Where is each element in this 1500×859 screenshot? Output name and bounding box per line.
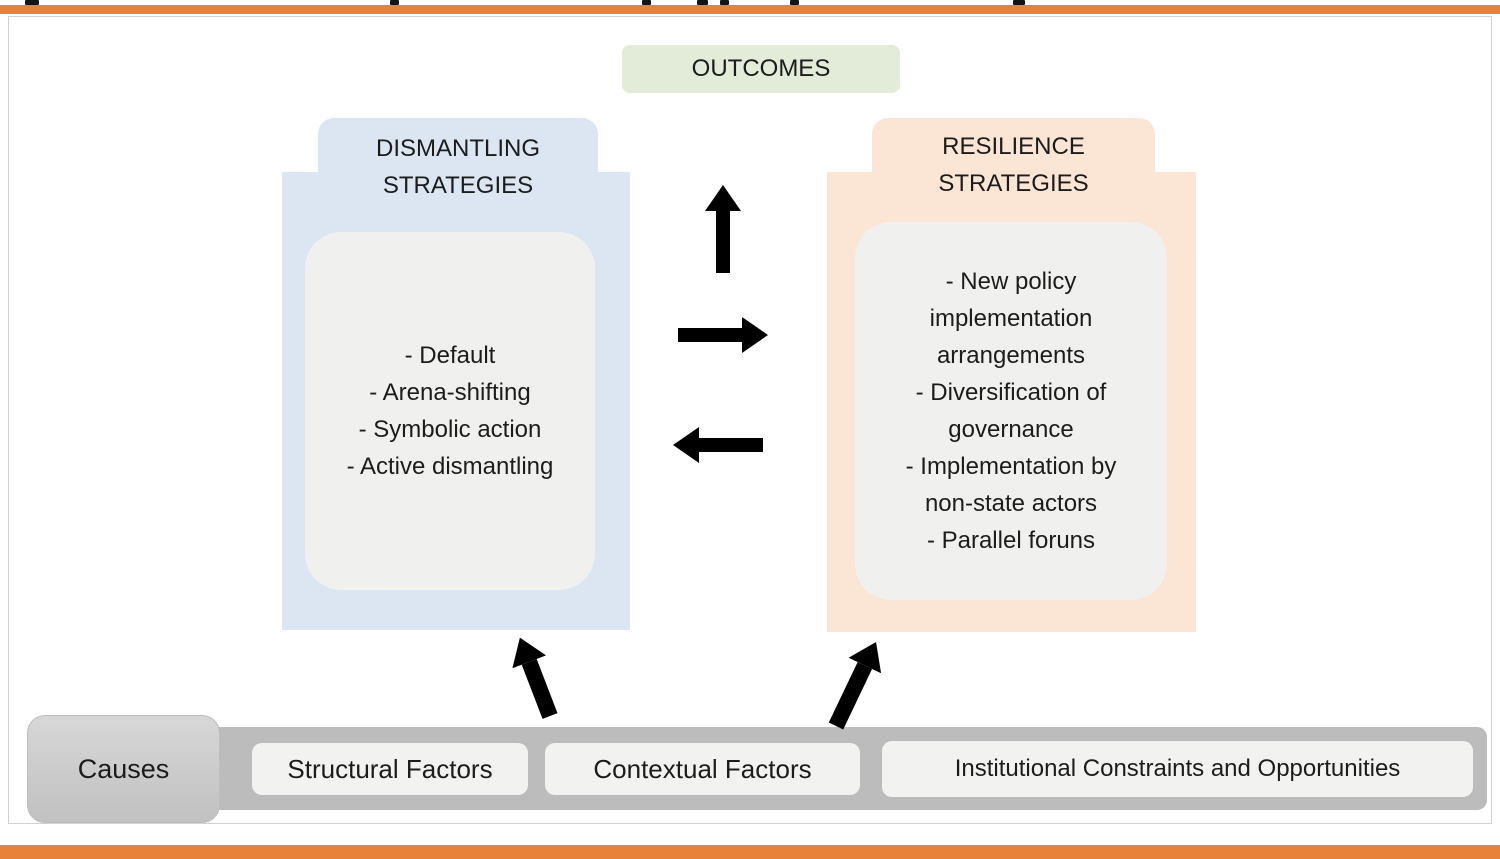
list-item: - Implementation by non-state actors: [905, 453, 1117, 517]
outcomes-box: OUTCOMES: [622, 45, 900, 93]
caption-fragment: [1013, 0, 1025, 5]
list-item: - Arena-shifting: [369, 379, 531, 406]
causes-label: Causes: [77, 753, 170, 784]
list-item: - Diversification of governance: [915, 379, 1107, 443]
caption-fragment: [720, 0, 729, 5]
caption-fragment: [697, 0, 708, 5]
bottom-accent-bar: [0, 845, 1500, 859]
outcomes-label: OUTCOMES: [691, 55, 831, 82]
resilience-title: RESILIENCE STRATEGIES: [938, 133, 1089, 197]
list-item: - Symbolic action: [358, 416, 542, 443]
dismantling-inner-box: - Default - Arena-shifting - Symbolic ac…: [305, 232, 595, 590]
list-item: - Parallel foruns: [926, 527, 1096, 554]
caption-fragment: [790, 0, 799, 5]
caption-fragment: [642, 0, 651, 5]
top-accent-bar: [0, 5, 1500, 14]
resilience-inner-box: - New policy implementation arrangements…: [855, 222, 1167, 600]
list-item: - New policy implementation arrangements: [929, 268, 1093, 369]
dismantling-title: DISMANTLING STRATEGIES: [375, 135, 540, 199]
resilience-list: - New policy implementation arrangements…: [889, 263, 1134, 559]
factor-label: Structural Factors: [287, 753, 493, 784]
caption-fragment: [25, 0, 39, 5]
factor-box-institutional: Institutional Constraints and Opportunit…: [882, 741, 1473, 797]
factor-label: Contextual Factors: [593, 753, 812, 784]
factor-box-contextual: Contextual Factors: [545, 743, 860, 795]
list-item: - Active dismantling: [346, 453, 554, 480]
left-arrow-icon: [673, 427, 763, 463]
causes-box: Causes: [27, 715, 220, 823]
factor-label: Institutional Constraints and Opportunit…: [954, 755, 1401, 782]
list-item: - Default: [404, 342, 496, 369]
up-arrow-icon: [705, 185, 741, 273]
factor-box-structural: Structural Factors: [252, 743, 528, 795]
right-arrow-icon: [678, 317, 768, 353]
dismantling-list: - Default - Arena-shifting - Symbolic ac…: [346, 337, 554, 485]
figure-panel: [8, 16, 1492, 824]
caption-fragment: [390, 0, 399, 5]
